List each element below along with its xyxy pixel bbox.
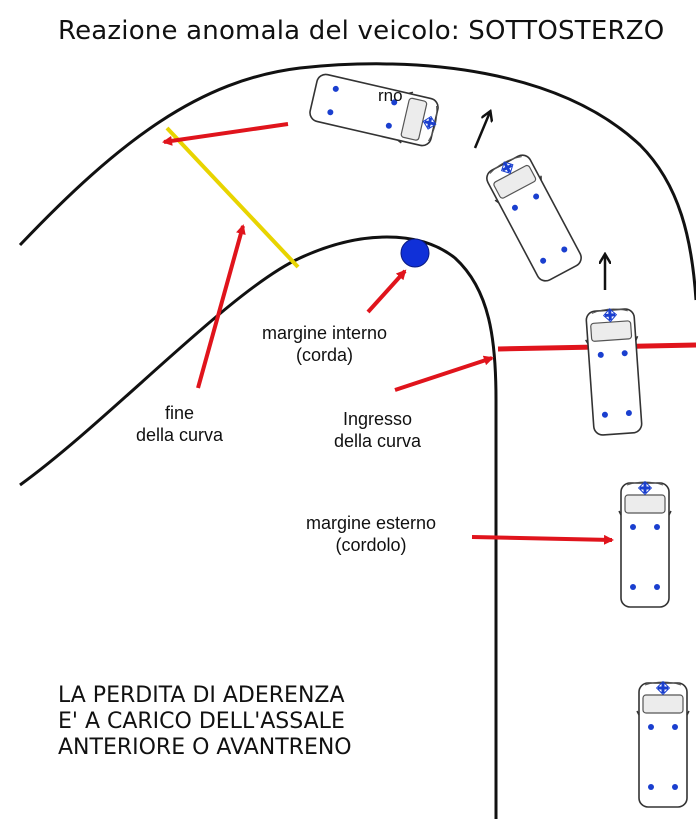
arrow-to-outer-edge: [162, 122, 289, 146]
movement-arrows: [473, 112, 605, 290]
understeer-note: LA PERDITA DI ADERENZA E' A CARICO DELL'…: [58, 683, 352, 761]
ambulance-icon: [582, 306, 646, 437]
ambulance-icon: [306, 69, 443, 151]
apex-point: [400, 238, 430, 268]
arrow-to-curb: [471, 534, 614, 545]
end-of-curve-label: fine della curva: [136, 402, 223, 446]
end-of-curve-line2: della curva: [136, 425, 224, 445]
red-arrows: [162, 122, 614, 545]
inner-road-edge: [19, 235, 498, 819]
arrow-to-entry: [394, 355, 494, 392]
outer-margin-line1: margine esterno: [306, 513, 437, 533]
ambulance-icon: [636, 680, 690, 808]
diagram-title: Reazione anomala del veicolo: SOTTOSTERZ…: [58, 16, 665, 46]
curve-entry-label: Ingresso della curva: [334, 408, 421, 452]
outer-margin-partial-label: rno: [378, 86, 403, 105]
note-line: LA PERDITA DI ADERENZA: [58, 683, 345, 708]
arrow-to-end-line: [196, 224, 246, 389]
note-line: E' A CARICO DELL'ASSALE: [58, 709, 345, 734]
curve-entry-line2: della curva: [334, 431, 422, 451]
note-line: ANTERIORE O AVANTRENO: [58, 735, 352, 760]
ambulance-icon: [618, 480, 672, 608]
end-of-curve-line1: fine: [165, 403, 195, 423]
arrow-to-apex: [366, 269, 407, 314]
inner-margin-line1: margine interno: [262, 323, 388, 343]
outer-margin-label: margine esterno (cordolo): [306, 512, 436, 556]
curve-end-line: [165, 126, 300, 269]
outer-road-edge: [18, 62, 696, 301]
curve-entry-line1: Ingresso: [343, 409, 413, 429]
ambulance-icon: [480, 149, 587, 286]
outer-margin-line2: (cordolo): [335, 535, 407, 555]
inner-margin-label: margine interno (corda): [262, 322, 387, 366]
inner-margin-line2: (corda): [296, 345, 354, 365]
